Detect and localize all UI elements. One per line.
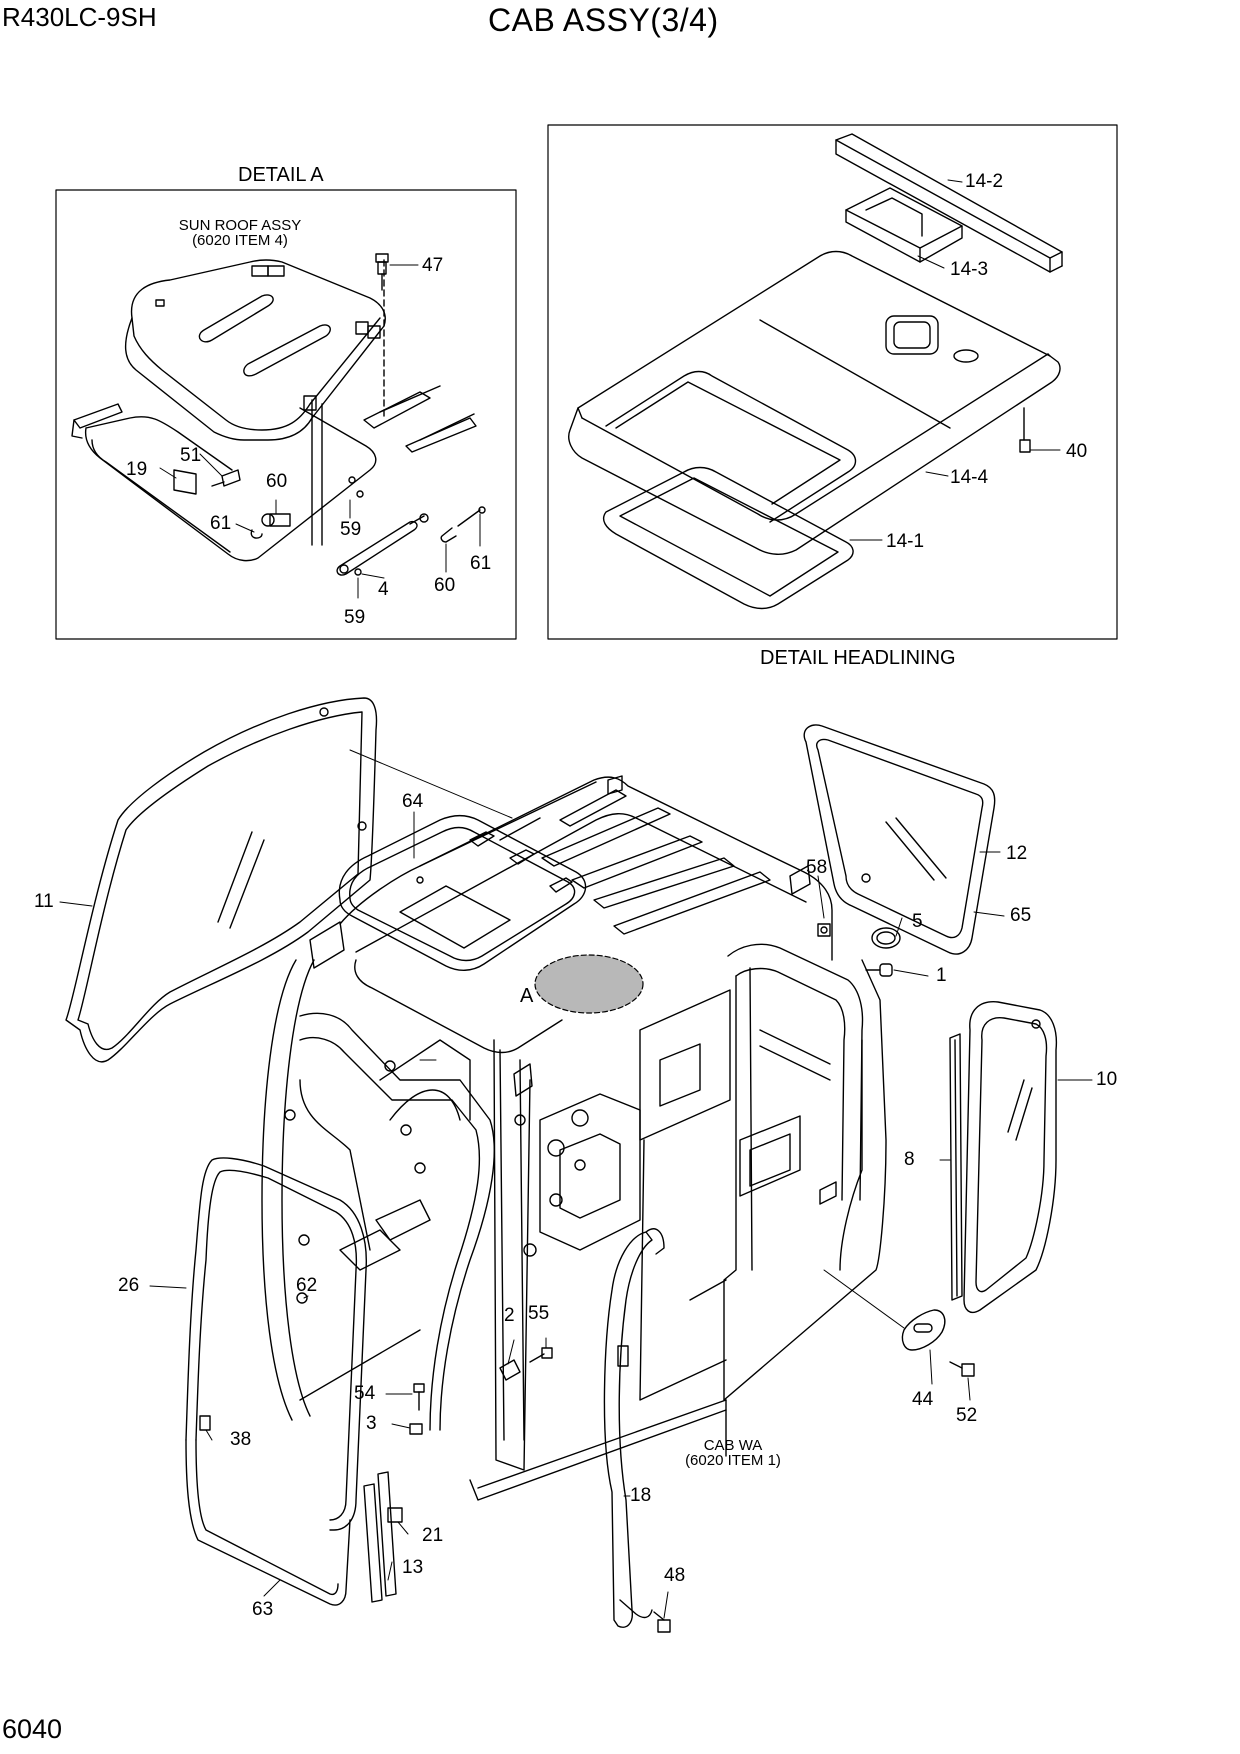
callout-60-bottom: 60 (434, 575, 456, 596)
callout-21: 21 (422, 1525, 444, 1546)
callout-14-4: 14-4 (950, 467, 989, 488)
headlining-inner-frame-14-1 (602, 466, 854, 610)
callout-61-right: 61 (470, 553, 492, 574)
callout-11: 11 (34, 891, 54, 912)
callout-3: 3 (366, 1413, 377, 1434)
detail-a-leaders (159, 264, 481, 599)
detail-a-marker-label: A (520, 985, 534, 1007)
callout-54: 54 (354, 1383, 376, 1404)
callout-14-2: 14-2 (965, 171, 1004, 192)
callout-18: 18 (630, 1485, 652, 1506)
headlining-panel (568, 250, 1061, 555)
sunroof-seal-64 (338, 814, 587, 971)
headlining-leaders (849, 179, 1061, 541)
sun-roof-assy-label: SUN ROOF ASSY (6020 ITEM 4) (165, 218, 315, 248)
cab-wa-name: CAB WA (703, 1437, 763, 1454)
callout-59-top: 59 (340, 519, 362, 540)
page-title: CAB ASSY(3/4) (488, 2, 719, 38)
clip-38 (199, 1415, 211, 1431)
sun-roof-seal-frame (71, 403, 377, 562)
callout-48: 48 (664, 1565, 686, 1586)
insulation-14-3 (845, 187, 963, 263)
main-leaders (59, 749, 1093, 1619)
callout-5: 5 (912, 911, 923, 932)
bolt-52 (949, 1361, 975, 1377)
bracket-2-bolt-55 (499, 1347, 553, 1381)
gas-strut-assembly (250, 259, 486, 576)
callout-44: 44 (912, 1389, 934, 1410)
bolt-48 (653, 1611, 671, 1633)
callout-19: 19 (126, 459, 148, 480)
model-number: R430LC-9SH (2, 2, 157, 32)
clip-40 (1019, 407, 1031, 453)
callout-63: 63 (252, 1599, 274, 1620)
cab-wa-ref: (6020 ITEM 1) (685, 1452, 781, 1469)
detail-a-marker-area (534, 954, 644, 1014)
callout-1: 1 (936, 965, 947, 986)
bolt-47 (375, 253, 389, 291)
callout-40: 40 (1066, 441, 1088, 462)
rear-glass-11 (65, 697, 378, 1063)
callout-26: 26 (118, 1275, 140, 1296)
nut-58 (817, 923, 831, 937)
callout-64: 64 (402, 791, 424, 812)
callout-59-bottom: 59 (344, 607, 366, 628)
callout-60-top: 60 (266, 471, 288, 492)
callout-8: 8 (904, 1149, 915, 1170)
block-21 (387, 1507, 403, 1523)
callout-14-1: 14-1 (886, 531, 925, 552)
bracket-19-bolt-51 (173, 469, 241, 495)
callout-12: 12 (1006, 843, 1028, 864)
seal-13 (363, 1471, 397, 1603)
callout-10: 10 (1096, 1069, 1118, 1090)
bolt-1 (865, 963, 893, 977)
door-glass-10 (963, 1001, 1058, 1314)
door-seal-26 (185, 1157, 367, 1531)
cab-wa-label: CAB WA (6020 ITEM 1) (668, 1438, 798, 1468)
callout-2: 2 (504, 1305, 515, 1326)
insulation-14-2 (835, 133, 1063, 273)
door-seal-63 (185, 1439, 351, 1606)
grommet-5 (871, 927, 901, 949)
callout-65: 65 (1010, 905, 1032, 926)
bolt-54-clip-3 (409, 1383, 425, 1435)
detail-a-caption: DETAIL A (238, 164, 324, 186)
callout-62: 62 (296, 1275, 318, 1296)
seal-8 (949, 1033, 963, 1301)
handrail-18 (603, 1228, 665, 1628)
side-window-12 (803, 724, 996, 955)
callout-47: 47 (422, 255, 444, 276)
detail-a-frame (55, 189, 517, 640)
detail-headlining-frame (547, 124, 1118, 640)
sun-roof-assy-name: SUN ROOF ASSY (178, 217, 302, 234)
cab-frame (261, 775, 887, 1501)
detail-headlining-caption: DETAIL HEADLINING (760, 647, 956, 669)
callout-61-left: 61 (210, 513, 232, 534)
callout-38: 38 (230, 1429, 252, 1450)
callout-4: 4 (378, 579, 389, 600)
callout-51: 51 (180, 445, 202, 466)
page-number: 6040 (2, 1714, 63, 1744)
sun-roof-panel (125, 259, 386, 441)
callout-55: 55 (528, 1303, 550, 1324)
callout-58: 58 (806, 857, 828, 878)
plate-44 (901, 1309, 946, 1351)
roof-rails (363, 385, 477, 453)
sun-roof-assy-ref: (6020 ITEM 4) (192, 232, 288, 249)
callout-13: 13 (402, 1557, 424, 1578)
callout-52: 52 (956, 1405, 978, 1426)
grommet-62 (296, 1292, 308, 1304)
callout-14-3: 14-3 (950, 259, 989, 280)
